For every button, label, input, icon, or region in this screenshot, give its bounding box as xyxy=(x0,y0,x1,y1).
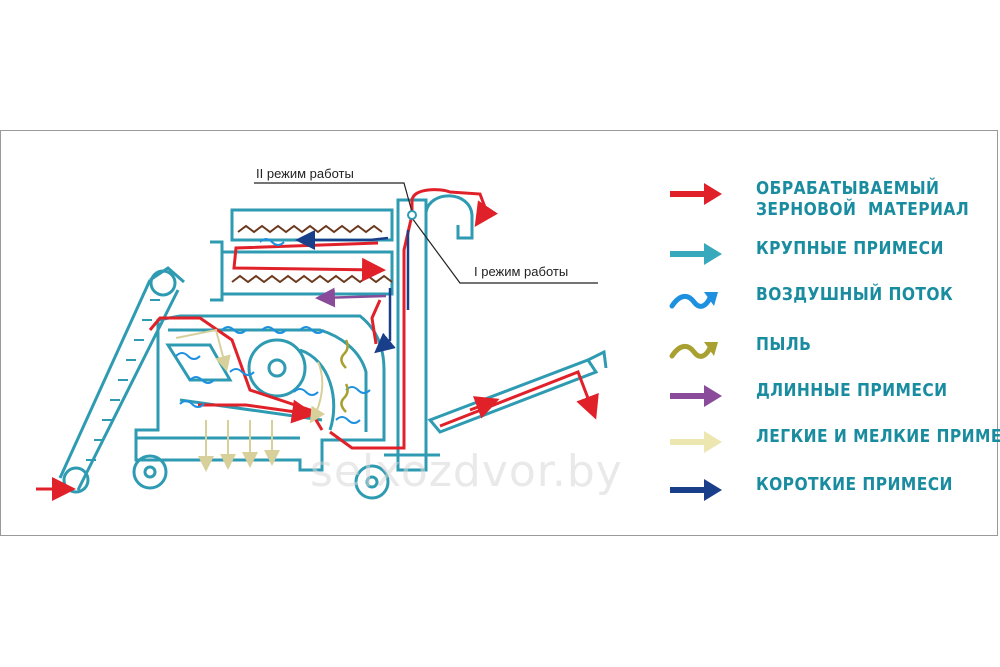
legend-item-large-impurities: КРУПНЫЕ ПРИМЕСИ xyxy=(668,238,998,282)
wavy-arrow-icon xyxy=(669,292,718,309)
legend-label: ЛЕГКИЕ И МЕЛКИЕ ПРИМЕСИ xyxy=(756,426,1000,447)
watermark: selxozdvor.by xyxy=(310,446,623,497)
legend-item-grain: ОБРАБАТЫВАЕМЫЙ ЗЕРНОВОЙ МАТЕРИАЛ xyxy=(668,178,998,222)
mode1-label: I режим работы xyxy=(474,264,569,279)
legend-label: ВОЗДУШНЫЙ ПОТОК xyxy=(756,284,954,305)
legend-item-dust: ПЫЛЬ xyxy=(668,334,998,378)
grain-flow xyxy=(36,188,599,501)
mode-leader-lines xyxy=(254,182,598,284)
legend-label: КОРОТКИЕ ПРИМЕСИ xyxy=(756,474,953,495)
legend-label: ДЛИННЫЕ ПРИМЕСИ xyxy=(756,380,948,401)
legend-label: ПЫЛЬ xyxy=(756,334,812,355)
light-impurities-flow xyxy=(175,328,326,472)
mode2-label: II режим работы xyxy=(256,166,354,181)
loading-conveyor xyxy=(58,266,185,494)
air-flow xyxy=(175,238,371,424)
legend-item-air-flow: ВОЗДУШНЫЙ ПОТОК xyxy=(668,284,998,328)
straight-arrow-icon xyxy=(670,431,722,453)
upper-sieve-teeth xyxy=(237,224,383,234)
lower-sieve-teeth xyxy=(231,274,393,284)
straight-arrow-icon xyxy=(670,183,722,205)
straight-arrow-icon xyxy=(670,385,722,407)
wavy-arrow-icon xyxy=(669,342,718,359)
legend-item-long-impurities: ДЛИННЫЕ ПРИМЕСИ xyxy=(668,380,998,424)
dust-flow xyxy=(340,339,349,413)
legend-label: ОБРАБАТЫВАЕМЫЙ ЗЕРНОВОЙ МАТЕРИАЛ xyxy=(756,178,970,220)
straight-arrow-icon xyxy=(670,243,722,265)
legend-label: КРУПНЫЕ ПРИМЕСИ xyxy=(756,238,944,259)
short-impurities-flow xyxy=(295,230,410,354)
legend-item-light-impurities: ЛЕГКИЕ И МЕЛКИЕ ПРИМЕСИ xyxy=(668,426,1000,470)
straight-arrow-icon xyxy=(670,479,722,501)
conveyor-slats xyxy=(86,299,160,461)
legend-item-short-impurities: КОРОТКИЕ ПРИМЕСИ xyxy=(668,474,998,518)
long-impurities-flow xyxy=(315,287,387,308)
